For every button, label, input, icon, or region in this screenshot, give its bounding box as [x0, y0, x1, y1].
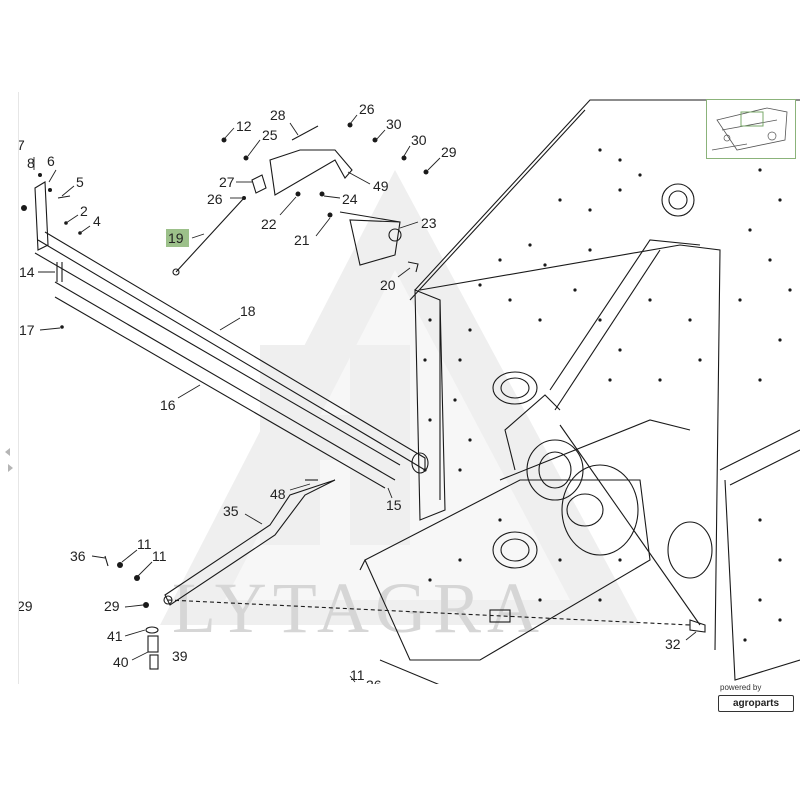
callout-6[interactable]: 6	[47, 153, 55, 169]
callout-20[interactable]: 20	[380, 277, 396, 293]
callout-49[interactable]: 49	[373, 178, 389, 194]
callout-30b[interactable]: 30	[411, 132, 427, 148]
callout-26[interactable]: 26	[359, 101, 375, 117]
callout-8[interactable]: 8	[27, 155, 35, 171]
leader-lines	[33, 114, 697, 683]
powered-by-text: powered by	[720, 683, 762, 692]
left-bracket-assembly	[21, 173, 429, 489]
callout-5[interactable]: 5	[76, 174, 84, 190]
callout-32[interactable]: 32	[665, 636, 681, 652]
callout-35[interactable]: 35	[223, 503, 239, 519]
arrow-right-icon[interactable]	[8, 464, 13, 472]
callout-40[interactable]: 40	[113, 654, 129, 670]
callout-19[interactable]: 19	[168, 230, 184, 246]
callout-18[interactable]: 18	[240, 303, 256, 319]
callout-39[interactable]: 39	[172, 648, 188, 664]
powered-by-badge[interactable]: powered by agroparts	[716, 682, 796, 712]
callout-24[interactable]: 24	[342, 191, 358, 207]
chassis-frame	[359, 99, 800, 686]
callout-labels: 7 8 6 5 2 4 14 17 12 25 28 26 30 30 29 2…	[17, 101, 681, 693]
callout-7[interactable]: 7	[17, 137, 25, 153]
callout-48[interactable]: 48	[270, 486, 286, 502]
callout-26b[interactable]: 26	[207, 191, 223, 207]
arrow-left-icon[interactable]	[5, 448, 10, 456]
callout-12[interactable]: 12	[236, 118, 252, 134]
callout-16[interactable]: 16	[160, 397, 176, 413]
callout-30a[interactable]: 30	[386, 116, 402, 132]
callout-11c[interactable]: 11	[350, 667, 365, 683]
callout-29[interactable]: 29	[441, 144, 457, 160]
callout-22[interactable]: 22	[261, 216, 277, 232]
callout-15[interactable]: 15	[386, 497, 402, 513]
watermark-logo	[160, 170, 640, 625]
callout-17[interactable]: 17	[19, 322, 35, 338]
lower-lever-assembly	[104, 479, 706, 670]
watermark-text: LYTAGRA	[172, 568, 545, 648]
thumbnail-image	[711, 107, 788, 151]
callout-11a[interactable]: 11	[137, 536, 152, 552]
callout-28[interactable]: 28	[270, 107, 286, 123]
agroparts-logo: agroparts	[718, 695, 794, 712]
callout-41[interactable]: 41	[107, 628, 123, 644]
callout-14[interactable]: 14	[19, 264, 35, 280]
callout-23[interactable]: 23	[421, 215, 437, 231]
callout-36[interactable]: 36	[70, 548, 86, 564]
callout-29b[interactable]: 29	[104, 598, 120, 614]
callout-25[interactable]: 25	[262, 127, 278, 143]
callout-11b[interactable]: 11	[152, 548, 167, 564]
lever-assembly	[172, 122, 429, 276]
highlight-part-19	[166, 229, 189, 247]
callout-27[interactable]: 27	[219, 174, 235, 190]
callout-21[interactable]: 21	[294, 232, 310, 248]
overview-thumbnail[interactable]	[706, 99, 796, 159]
callout-4[interactable]: 4	[93, 213, 101, 229]
callout-2[interactable]: 2	[80, 203, 88, 219]
side-panel-toggle[interactable]	[0, 92, 19, 684]
viewer-bottom-area	[0, 684, 716, 800]
callout-29c[interactable]: 29	[17, 598, 33, 614]
